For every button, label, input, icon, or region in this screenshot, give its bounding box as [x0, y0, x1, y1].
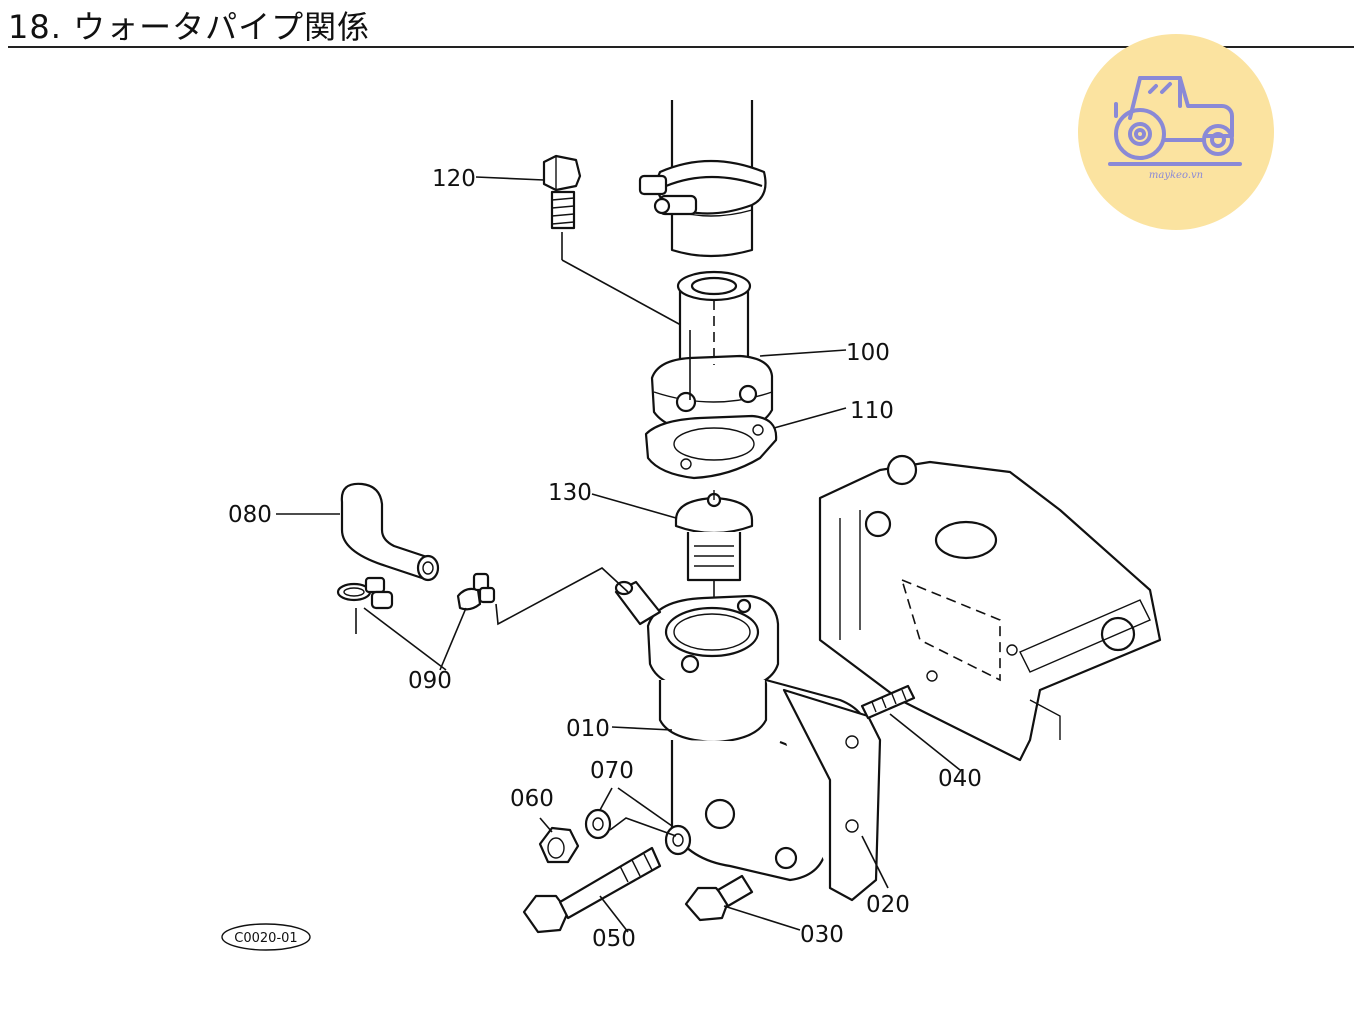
label-020: 020 — [866, 892, 910, 918]
label-120: 120 — [432, 166, 476, 192]
leader-lines — [276, 176, 847, 731]
gasket-020 — [782, 688, 889, 902]
label-040: 040 — [938, 766, 982, 792]
nut-060 — [538, 817, 580, 864]
clip-090-right — [439, 567, 629, 671]
thermostat-cover-100 — [650, 270, 774, 436]
label-030: 030 — [800, 922, 844, 948]
bolt-030 — [684, 874, 801, 931]
label-090: 090 — [408, 668, 452, 694]
watermark-badge: maykeo.vn — [1078, 34, 1274, 230]
upper-hose — [638, 100, 767, 258]
label-050: 050 — [592, 926, 636, 952]
drawing-code: C0020-01 — [234, 931, 297, 946]
label-130: 130 — [548, 480, 592, 506]
water-hose-080 — [340, 482, 440, 582]
washers-070 — [584, 787, 692, 856]
clip-090-left — [336, 576, 447, 671]
bolt-050 — [522, 846, 662, 934]
label-060: 060 — [510, 786, 554, 812]
label-070: 070 — [590, 758, 634, 784]
label-010: 010 — [566, 716, 610, 742]
page-title: 18. ウォータパイプ関係 — [8, 8, 371, 46]
gasket-110 — [644, 414, 778, 480]
stud-bolt-040 — [860, 684, 961, 771]
label-110: 110 — [850, 398, 894, 424]
title-underline — [8, 46, 1354, 48]
thermostat-130 — [674, 490, 754, 632]
label-100: 100 — [846, 340, 890, 366]
drawing-code-badge: C0020-01 — [221, 923, 311, 951]
bolt-120 — [542, 154, 691, 331]
label-080: 080 — [228, 502, 272, 528]
tractor-icon — [1108, 76, 1242, 166]
watermark-text: maykeo.vn — [1149, 170, 1203, 181]
